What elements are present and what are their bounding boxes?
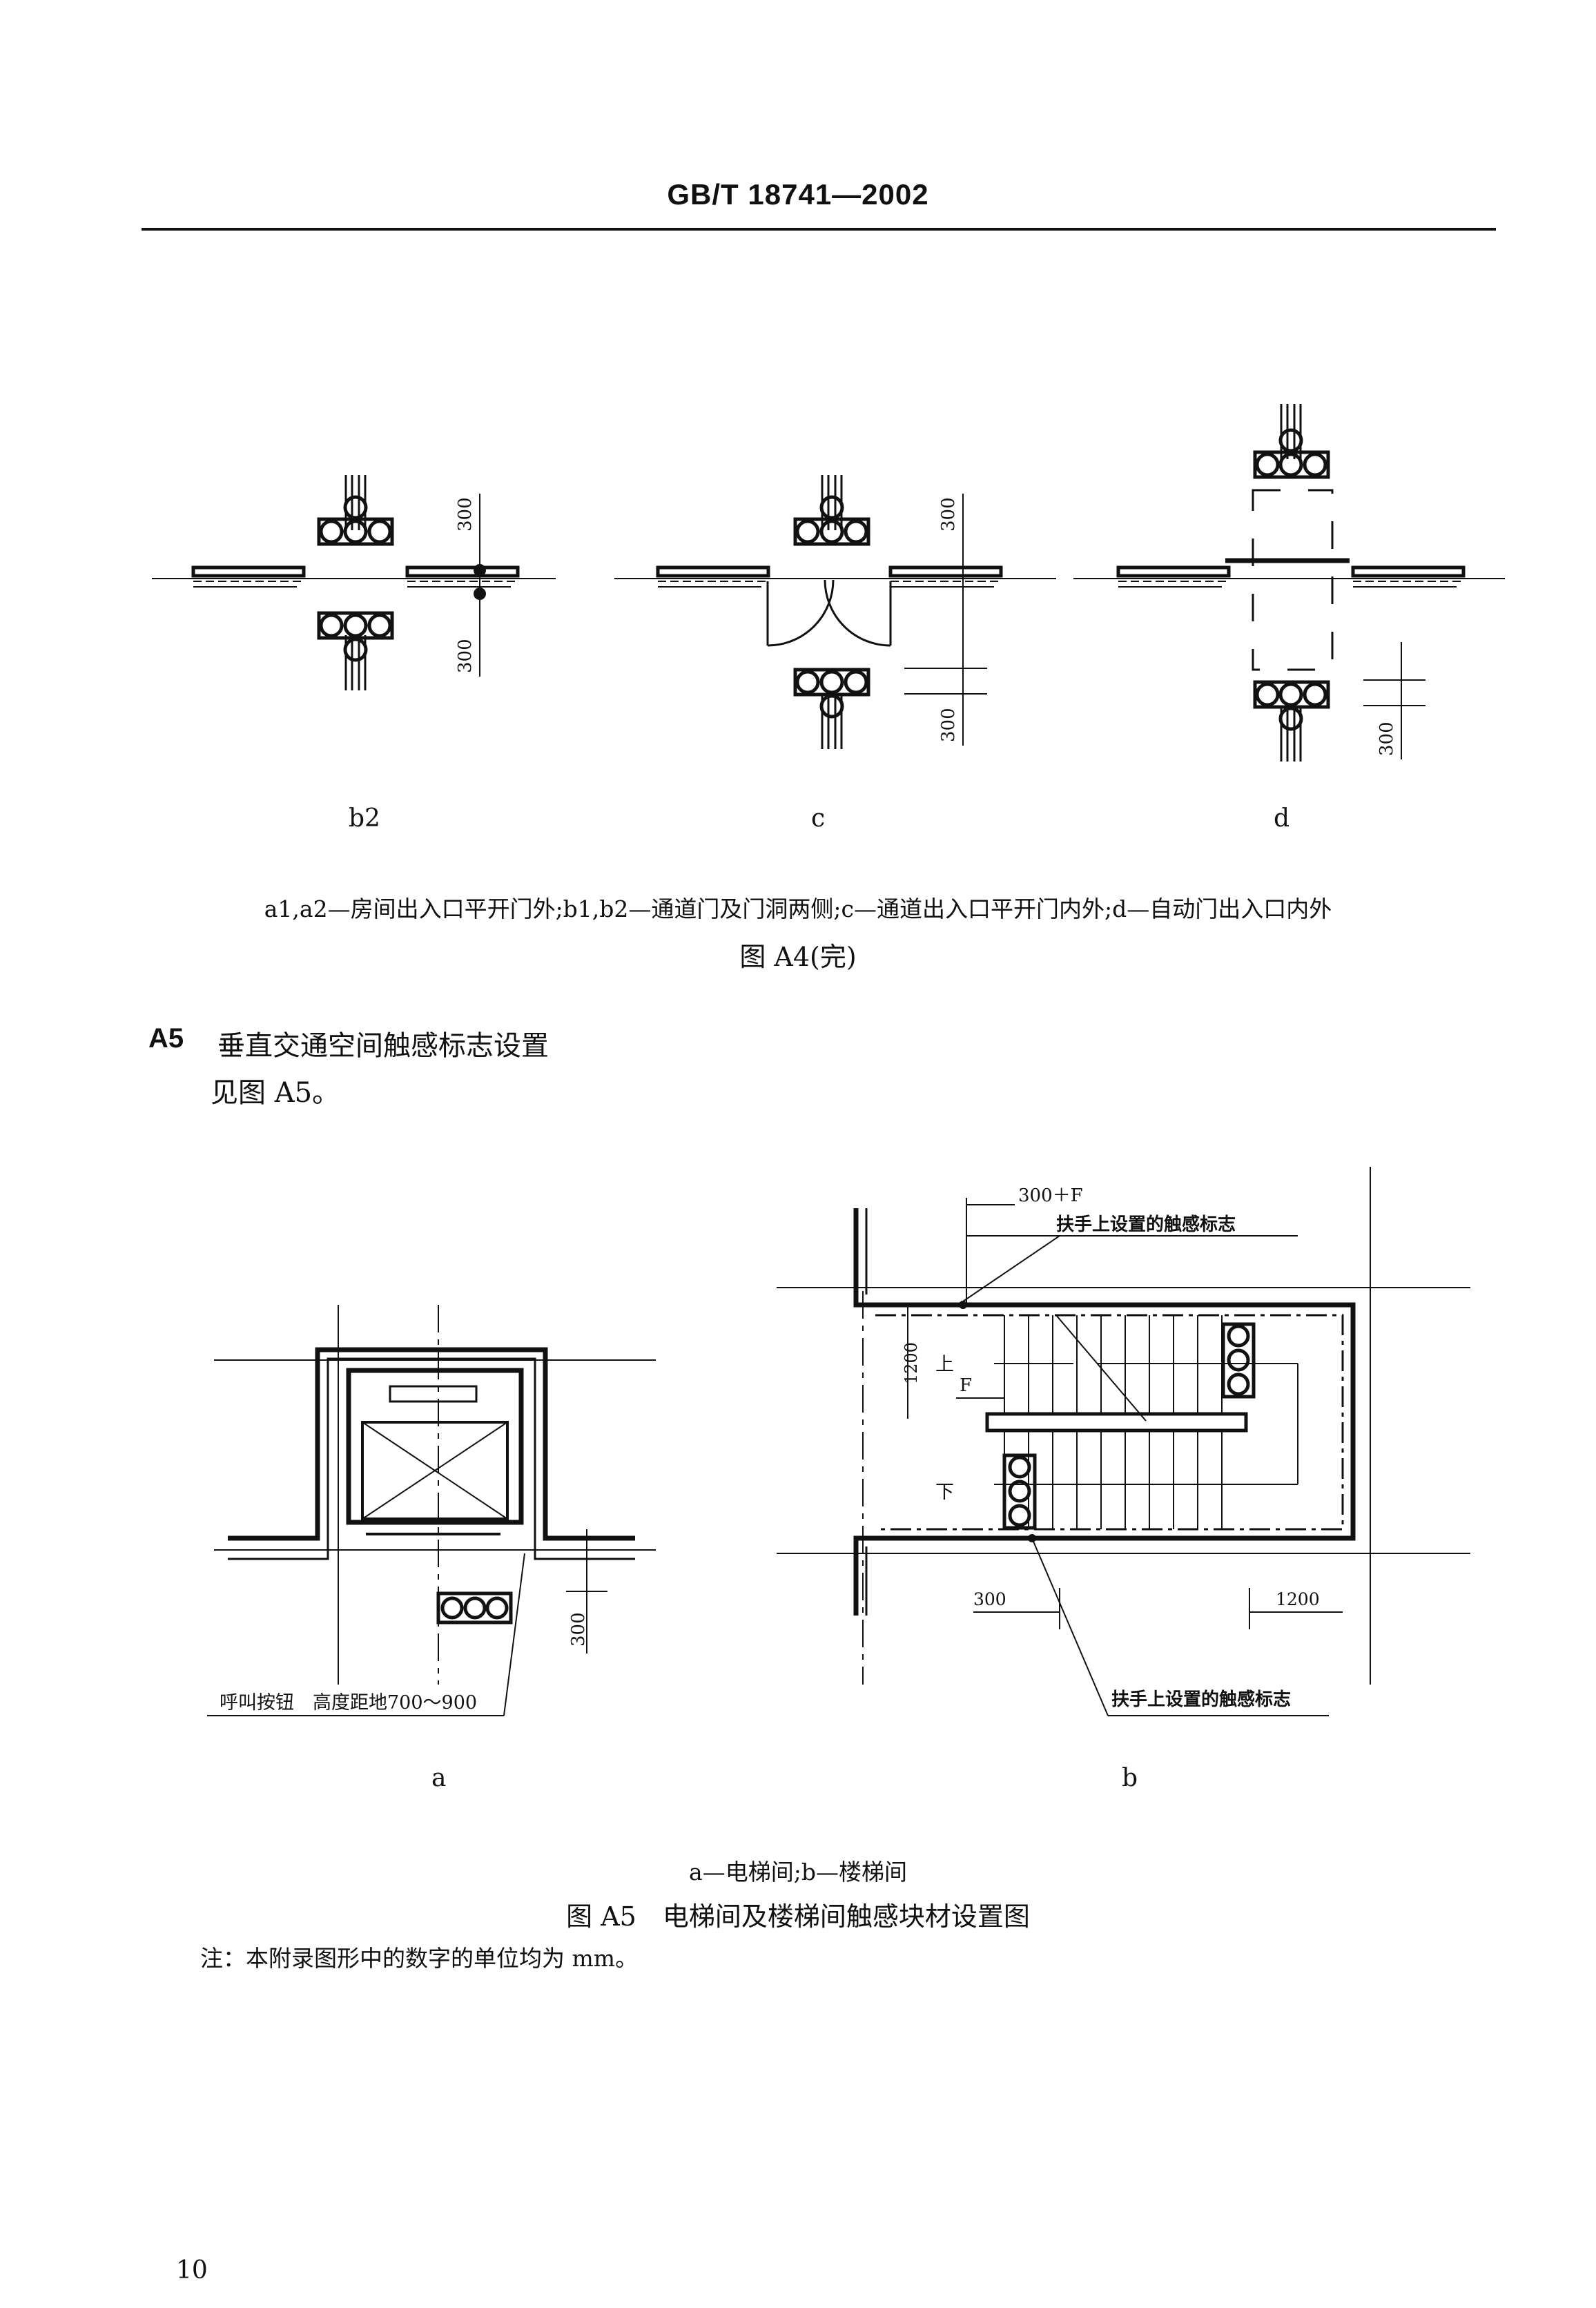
section-title: 垂直交通空间触感标志设置 — [217, 1030, 549, 1062]
section-number: A5 — [148, 1023, 184, 1054]
label-d: d — [1274, 804, 1290, 833]
svg-text:300: 300 — [938, 708, 959, 742]
svg-text:上: 上 — [935, 1354, 954, 1375]
figure-a5-caption: 图 A5 电梯间及楼梯间触感块材设置图 — [566, 1901, 1030, 1932]
figure-a4-drawing: 300 300 300 300 — [152, 403, 1505, 763]
figure-a5-legend: a—电梯间;b—楼梯间 — [689, 1859, 907, 1885]
svg-text:300: 300 — [455, 497, 476, 532]
diagram-d: 300 — [1073, 403, 1505, 763]
diagram-a-elevator: 300 呼叫按钮 高度距地700～900 — [207, 1305, 656, 1716]
header-rule — [142, 228, 1496, 231]
svg-text:300: 300 — [973, 1589, 1006, 1609]
page-number: 10 — [176, 2256, 208, 2285]
svg-text:300: 300 — [455, 639, 476, 673]
svg-text:1200: 1200 — [902, 1342, 921, 1384]
diagram-b-stairwell: 1200 上 F 下 300＋F 扶手上设置的触感标志 300 1200 扶手上… — [777, 1167, 1470, 1716]
svg-text:F: F — [960, 1375, 972, 1396]
svg-text:300: 300 — [1376, 721, 1397, 756]
figure-a4-legend: a1,a2—房间出入口平开门外;b1,b2—通道门及门洞两侧;c—通道出入口平开… — [264, 895, 1332, 922]
figure-a5-drawing: 300 呼叫按钮 高度距地700～900 — [207, 1167, 1470, 1716]
diagram-c: 300 300 — [614, 474, 1056, 750]
label-b: b — [1122, 1764, 1138, 1792]
svg-text:1200: 1200 — [1276, 1589, 1320, 1609]
section-body: 见图 A5。 — [211, 1077, 340, 1109]
note: 注：本附录图形中的数字的单位均为 mm。 — [200, 1945, 639, 1972]
figure-a4-caption: 图 A4(完) — [739, 942, 857, 972]
svg-text:300＋F: 300＋F — [1018, 1185, 1083, 1206]
label-b2: b2 — [349, 804, 380, 833]
document-header: GB/T 18741—2002 — [667, 178, 929, 211]
svg-text:300: 300 — [568, 1612, 589, 1647]
label-c: c — [811, 804, 826, 833]
svg-text:300: 300 — [938, 497, 959, 532]
svg-text:下: 下 — [935, 1482, 954, 1503]
label-a: a — [431, 1764, 447, 1792]
svg-text:扶手上设置的触感标志: 扶手上设置的触感标志 — [1111, 1689, 1291, 1710]
svg-text:扶手上设置的触感标志: 扶手上设置的触感标志 — [1056, 1214, 1236, 1235]
diagram-b2: 300 300 — [152, 474, 556, 692]
svg-text:呼叫按钮 高度距地700～900: 呼叫按钮 高度距地700～900 — [220, 1692, 477, 1714]
